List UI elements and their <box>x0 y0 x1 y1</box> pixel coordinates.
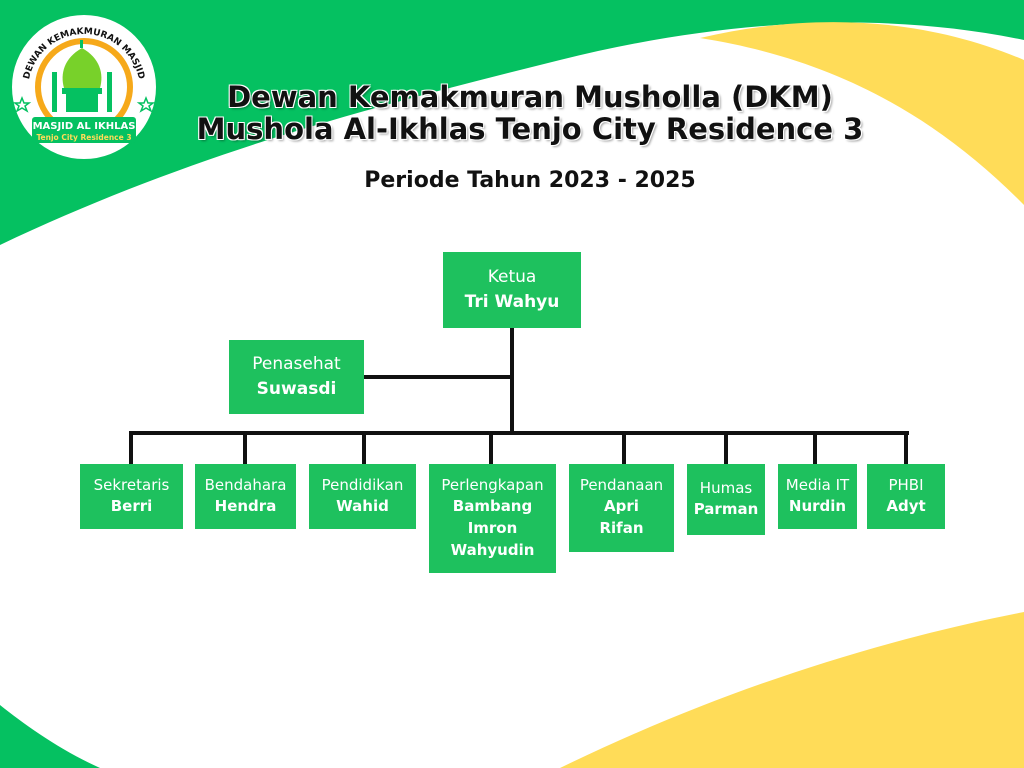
connector-drop-pendanaan <box>622 431 626 465</box>
top-green-wave <box>0 0 1024 245</box>
connector-chair-vertical <box>510 327 514 434</box>
logo-name: MASJID AL IKHLAS <box>33 121 136 132</box>
logo-subtitle: Tenjo City Residence 3 <box>36 133 131 142</box>
member-names: Berri <box>110 497 153 515</box>
node-media-it: Media IT Nurdin <box>778 464 857 529</box>
connector-drop-humas <box>724 431 728 465</box>
node-humas: Humas Parman <box>687 464 765 535</box>
role-label: Perlengkapan <box>441 476 544 494</box>
member-names: Parman <box>693 500 759 518</box>
role-label: Pendanaan <box>579 476 664 494</box>
role-label: Media IT <box>785 476 850 494</box>
role-label: Penasehat <box>252 354 341 374</box>
connector-horizontal-bus <box>129 431 909 435</box>
connector-advisor <box>363 375 513 379</box>
star-right-icon <box>136 95 156 113</box>
bottom-yellow-wave <box>560 612 1024 768</box>
node-pendidikan: Pendidikan Wahid <box>309 464 416 529</box>
node-penasehat: Penasehat Suwasdi <box>229 340 364 414</box>
role-label: Pendidikan <box>321 476 404 494</box>
role-label: Ketua <box>487 267 537 287</box>
star-left-icon <box>12 95 32 113</box>
member-names: Tri Wahyu <box>464 292 560 312</box>
node-ketua: Ketua Tri Wahyu <box>443 252 581 328</box>
member-names: Hendra <box>214 497 277 515</box>
node-bendahara: Bendahara Hendra <box>195 464 296 529</box>
masjid-logo: DEWAN KEMAKMURAN MASJID MASJID AL IKHLAS… <box>10 13 158 161</box>
member-names: Suwasdi <box>256 379 337 399</box>
role-label: Sekretaris <box>93 476 170 494</box>
connector-drop-sekretaris <box>129 431 133 465</box>
connector-drop-bendahara <box>243 431 247 465</box>
connector-drop-media-it <box>813 431 817 465</box>
connector-drop-pendidikan <box>362 431 366 465</box>
role-label: Bendahara <box>204 476 287 494</box>
connector-drop-perlengkapan <box>489 431 493 465</box>
title-line-2: Mushola Al-Ikhlas Tenjo City Residence 3 <box>196 112 864 146</box>
node-pendanaan: Pendanaan Apri Rifan <box>569 464 674 552</box>
top-yellow-wave <box>700 22 1024 205</box>
role-label: PHBI <box>888 476 924 494</box>
title-line-1: Dewan Kemakmuran Musholla (DKM) <box>227 80 833 114</box>
node-phbi: PHBI Adyt <box>867 464 945 529</box>
bottom-green-wave <box>0 705 100 768</box>
node-perlengkapan: Perlengkapan Bambang Imron Wahyudin <box>429 464 556 573</box>
member-names: Adyt <box>886 497 926 515</box>
period-heading: Periode Tahun 2023 - 2025 <box>364 168 696 193</box>
node-sekretaris: Sekretaris Berri <box>80 464 183 529</box>
connector-drop-phbi <box>904 431 908 465</box>
member-names: Bambang Imron Wahyudin <box>450 497 535 559</box>
member-names: Nurdin <box>788 497 847 515</box>
role-label: Humas <box>699 479 753 497</box>
member-names: Wahid <box>336 497 389 515</box>
mosque-dome-icon <box>52 40 112 112</box>
member-names: Apri Rifan <box>599 497 644 537</box>
